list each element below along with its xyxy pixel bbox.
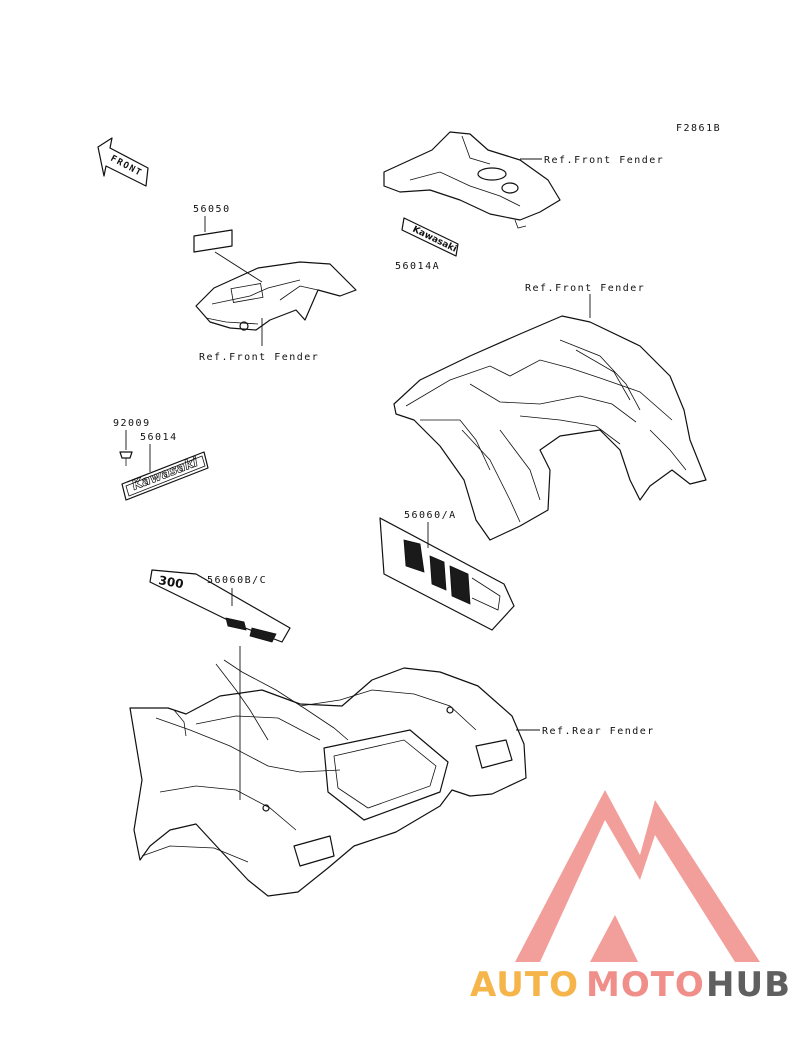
ref-front-fender-mid-label: Ref.Front Fender [199,352,319,363]
part-56014a-label: 56014A [395,261,440,272]
part-92009-label: 92009 [113,418,151,429]
part-56014-label: 56014 [140,432,178,443]
watermark-logo-icon [515,790,760,962]
front-fender-large-part [393,315,707,541]
emblem-56014: Kawasaki [121,451,209,501]
front-arrow-icon: FRONT [97,137,149,187]
part-56060a-label: 56060/A [404,510,457,521]
decal-56060a-4x4 [379,517,515,631]
svg-text:HUB: HUB [706,965,791,1005]
part-56060bc-label: 56060B/C [207,575,267,586]
rear-fender-part [129,659,527,897]
ref-rear-fender-label: Ref.Rear Fender [542,726,655,737]
part-56050-label: 56050 [193,204,231,215]
screw-92009-icon [119,451,133,466]
svg-text:FRONT: FRONT [109,154,144,179]
svg-text:AUTO: AUTO [470,965,579,1005]
svg-text:300: 300 [157,573,184,591]
ref-front-fender-top-label: Ref.Front Fender [544,155,664,166]
front-fender-top-part [383,131,561,229]
decal-56060bc-stripe: 300 [149,569,291,643]
sticker-56050 [193,229,233,253]
front-fender-mid-part [195,261,357,331]
ref-front-fender-right-label: Ref.Front Fender [525,283,645,294]
svg-text:Kawasaki: Kawasaki [130,455,201,494]
svg-text:Kawasaki: Kawasaki [411,225,458,255]
watermark-text: AUTO MOTO HUB [470,965,791,1005]
svg-text:MOTO: MOTO [586,965,705,1005]
decal-56014a: Kawasaki [401,217,459,257]
diagram-code: F2861B [676,123,721,134]
